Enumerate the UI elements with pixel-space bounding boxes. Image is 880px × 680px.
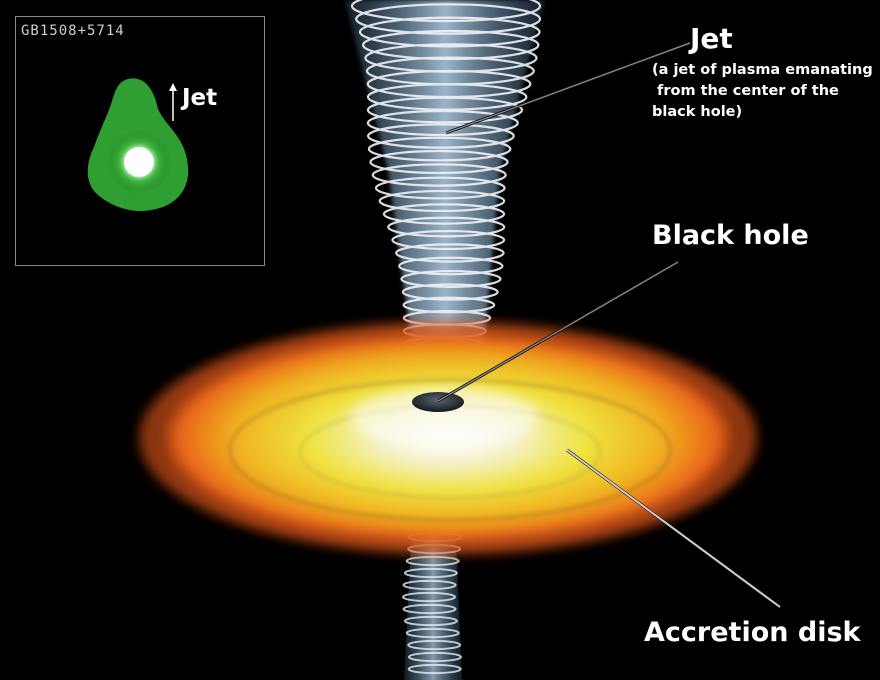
upper-jet [345, 0, 545, 390]
black-hole-leader-line-highlight [437, 261, 679, 402]
jet-coil [402, 603, 457, 615]
jet-coil [400, 269, 502, 289]
inset-image [87, 78, 189, 212]
jet-coil [366, 96, 524, 124]
jet-coil [350, 0, 542, 23]
jet-description-label: (a jet of plasma emanating from the cent… [652, 62, 873, 120]
jet-coil [367, 136, 512, 162]
jet-coil [366, 83, 528, 111]
jet-coil [369, 149, 509, 175]
black-hole-label: Black hole [652, 220, 809, 251]
jet-coil [355, 3, 542, 35]
accretion-disk [133, 320, 763, 556]
jet-coil [405, 627, 460, 639]
inset-jet-label: Jet [182, 85, 218, 111]
accretion-disk-leader-line-highlight [566, 449, 781, 608]
jet-coil [361, 29, 540, 61]
jet-coil [371, 163, 507, 187]
jet-coil [403, 615, 458, 627]
jet-coil [395, 243, 505, 263]
accretion-disk-label: Accretion disk [644, 617, 861, 648]
jet-coil [407, 663, 462, 675]
jet-coil [366, 109, 519, 137]
jet-coil [398, 256, 504, 276]
jet-coil [382, 203, 506, 225]
jet-coil [374, 176, 506, 200]
jet-coil [407, 651, 462, 663]
jet-coil [367, 123, 515, 149]
jet-coil [402, 296, 496, 314]
inset-jet-arrow [169, 83, 177, 121]
jet-coil [391, 229, 506, 251]
jet-label: Jet [690, 22, 733, 55]
jet-coil [403, 567, 458, 579]
jet-coil [405, 555, 460, 567]
inset-object-name: GB1508+5714 [21, 23, 125, 39]
quasar-observation-inset: GB1508+5714 Jet [15, 16, 265, 266]
jet-coil [402, 579, 457, 591]
black-hole [412, 392, 464, 412]
jet-coil [401, 283, 499, 301]
jet-coil [387, 216, 506, 238]
jet-leader-line-highlight [445, 42, 691, 134]
jet-coil [402, 591, 457, 603]
jet-coil [358, 16, 541, 48]
jet-coil [378, 189, 506, 213]
jet-coil [407, 639, 462, 651]
